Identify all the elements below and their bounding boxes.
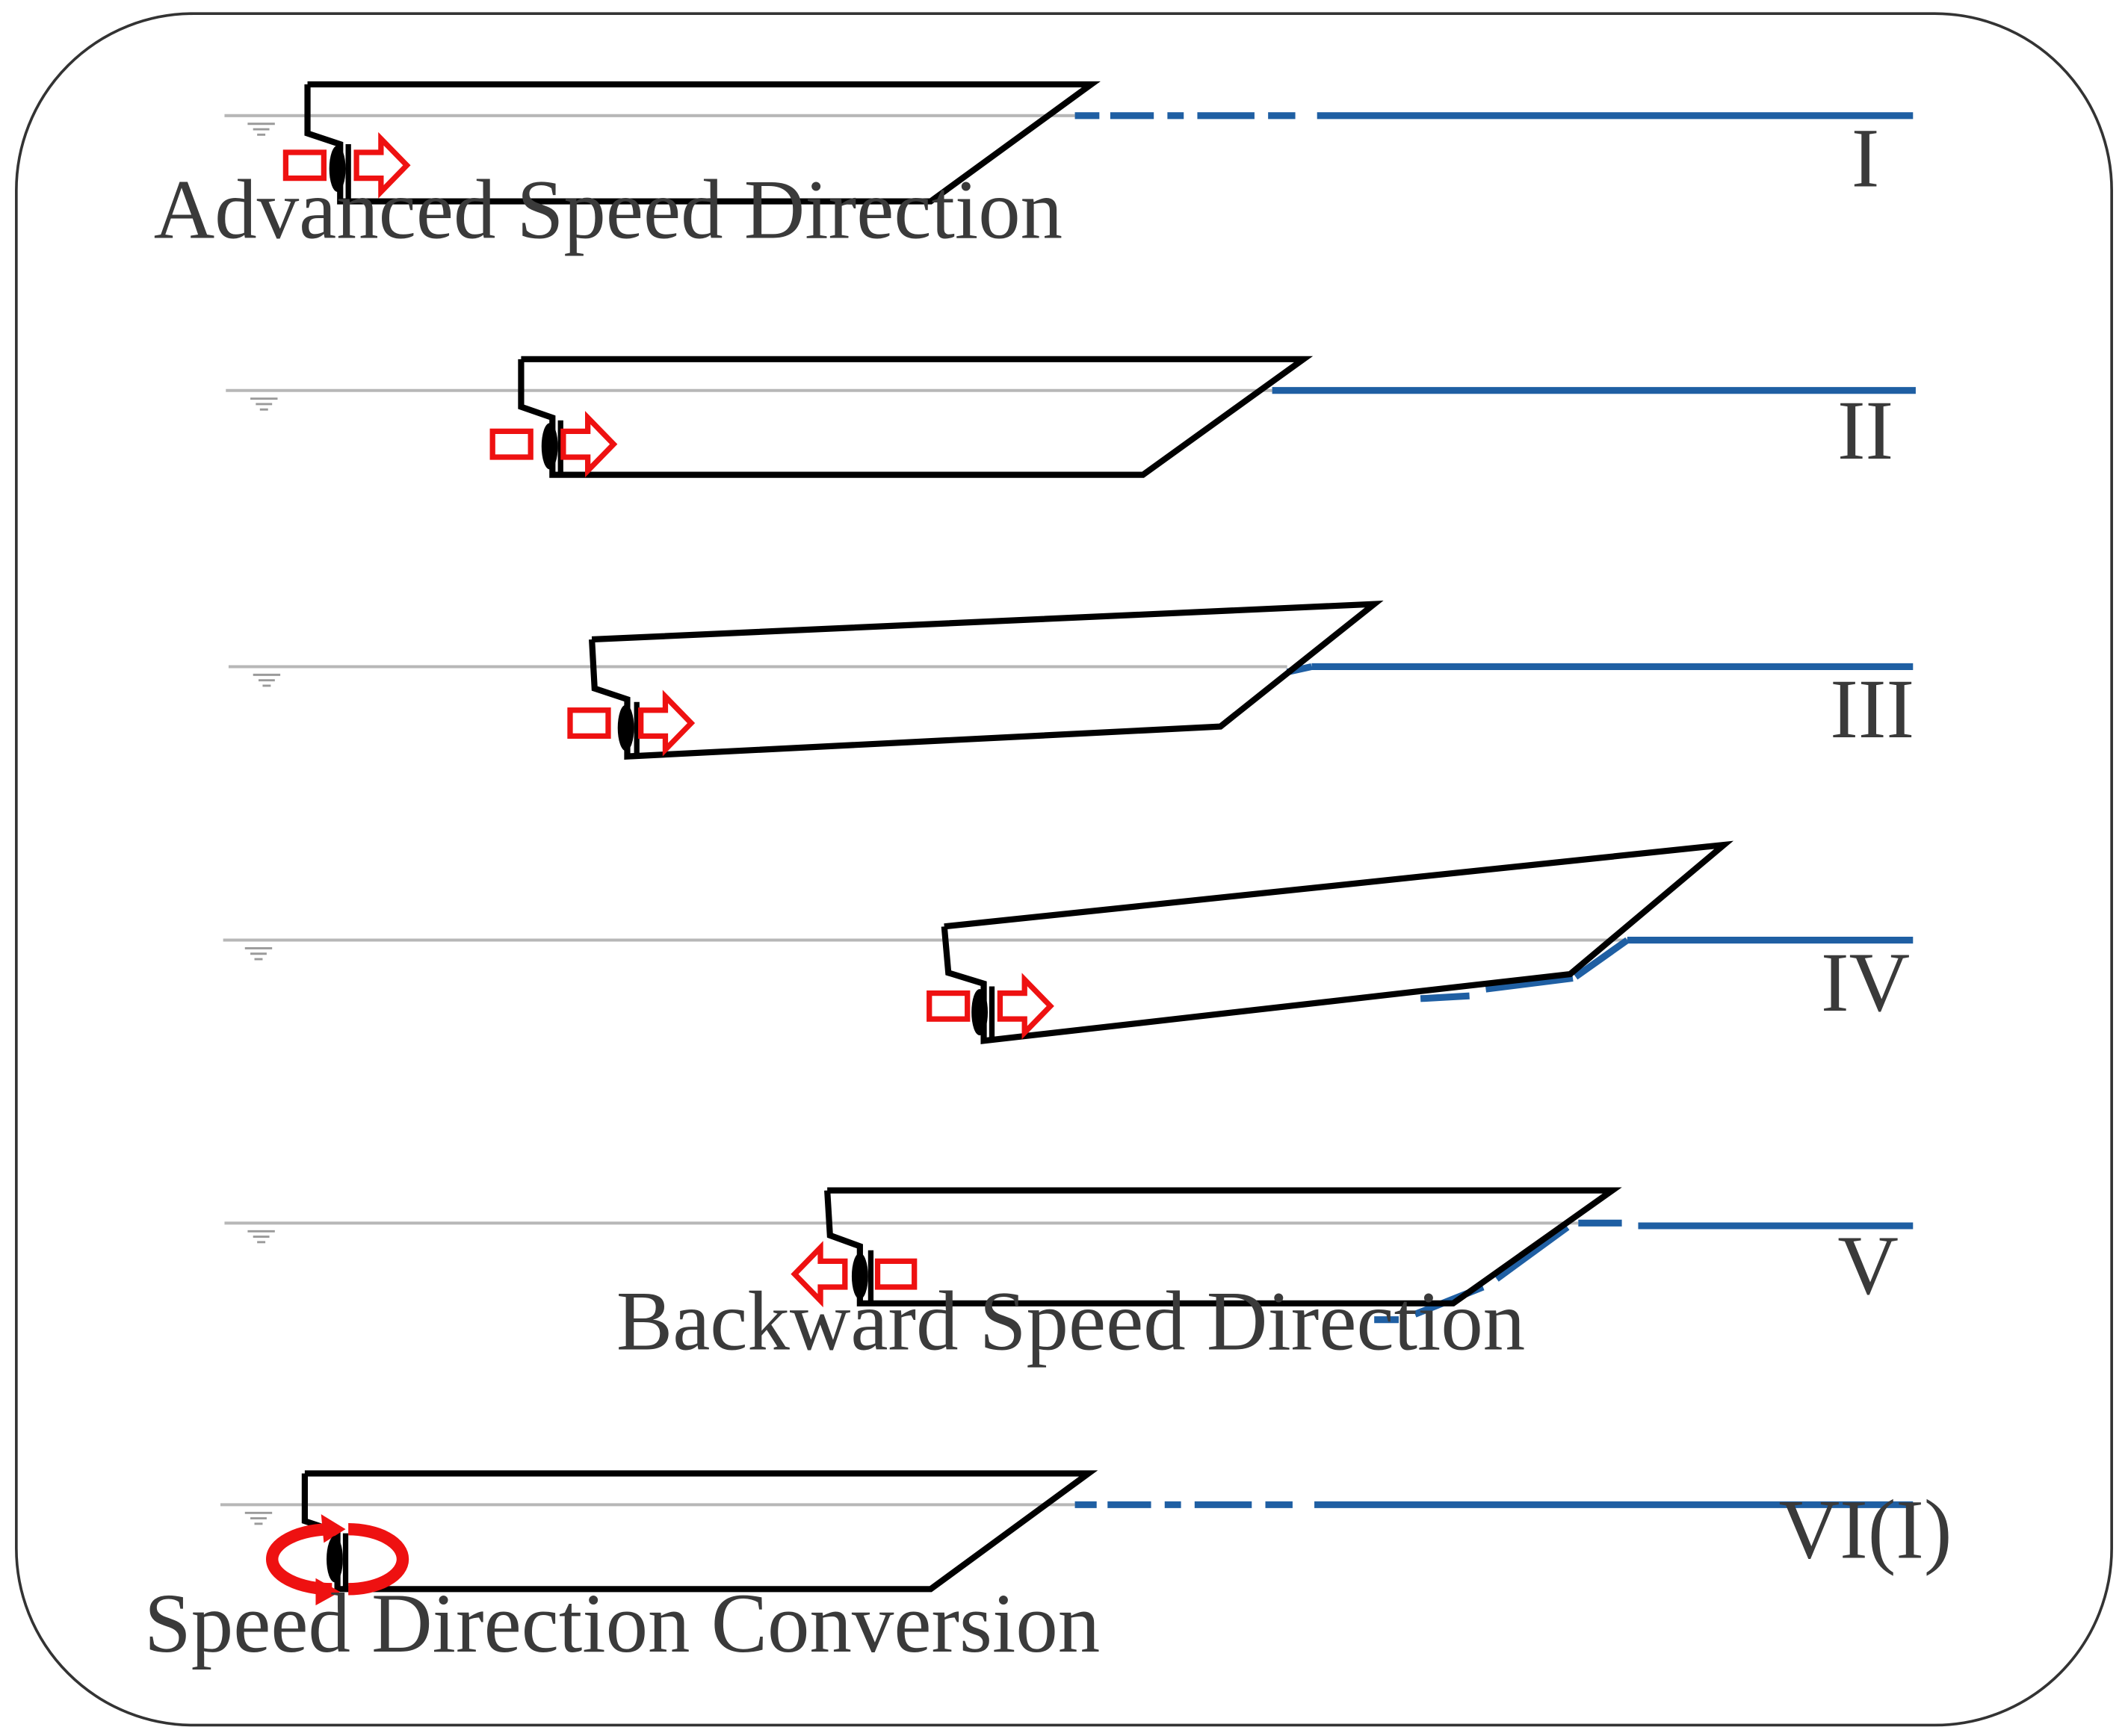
ship-hull: [301, 1470, 1098, 1593]
stage-1: I Advanced Speed Direction: [154, 81, 1914, 257]
stage-3: III: [228, 601, 1914, 760]
stage-label: VI(I): [1779, 1483, 1952, 1576]
backward-arrow-icon: [791, 1241, 918, 1308]
stage-label: I: [1852, 112, 1880, 205]
caption-speed-direction-conversion: Speed Direction Conversion: [144, 1577, 1100, 1670]
ship-hull: [304, 81, 1101, 205]
wave-line: [1420, 936, 1914, 1002]
water-level-icon: [249, 397, 279, 411]
forward-arrow-icon: [282, 131, 411, 199]
ship-hull: [589, 601, 1384, 760]
stage-2: II: [226, 356, 1916, 478]
water-level-icon: [246, 1230, 276, 1244]
frame-border: [15, 12, 2113, 1727]
stage-label: IV: [1821, 936, 1910, 1029]
forward-arrow-icon: [489, 411, 618, 478]
water-level-icon: [244, 1511, 273, 1525]
forward-arrow-icon: [927, 973, 1054, 1040]
water-level-icon: [244, 947, 273, 961]
stage-label: III: [1830, 663, 1914, 756]
propeller-icon: [541, 420, 563, 474]
propeller-icon: [617, 701, 640, 754]
rotation-arrows-icon: [266, 1514, 409, 1606]
stage-6: VI(I) Speed Direction Conversion: [144, 1470, 1952, 1670]
ship-hull: [824, 1187, 1622, 1306]
water-level-icon: [252, 673, 282, 687]
ship-hull: [518, 356, 1314, 478]
propeller-icon: [971, 986, 995, 1038]
stage-label: II: [1837, 384, 1893, 477]
propeller-icon: [851, 1250, 874, 1302]
caption-backward-speed: Backward Speed Direction: [616, 1275, 1525, 1368]
propeller-icon: [329, 144, 351, 199]
stage-5: V Backward Speed Direction: [224, 1187, 1914, 1368]
stage-label: V: [1837, 1219, 1899, 1312]
ship-hull: [941, 840, 1734, 1044]
water-level-icon: [246, 123, 276, 136]
caption-advanced-speed: Advanced Speed Direction: [154, 164, 1063, 257]
forward-arrow-icon: [567, 689, 696, 757]
wave-line: [1286, 663, 1914, 676]
propeller-icon: [327, 1533, 349, 1587]
stage-4: IV: [223, 840, 1914, 1044]
